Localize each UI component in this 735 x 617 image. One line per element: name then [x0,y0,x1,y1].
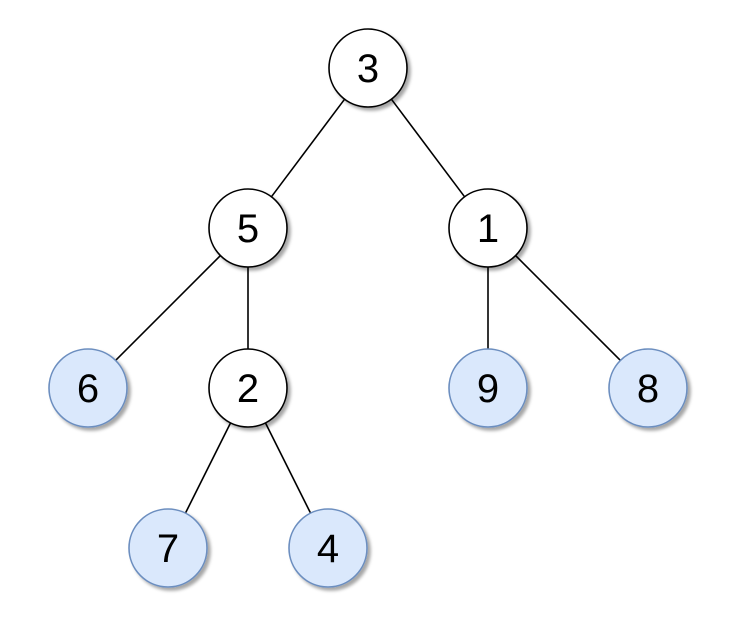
leaf-node-circle [288,508,368,588]
edge-3-to-5 [270,98,346,198]
tree-node-7: 7 [128,508,208,588]
tree-node-5: 5 [208,188,288,268]
tree-node-8: 8 [608,348,688,428]
edges-layer [115,98,621,514]
nodes-layer: 3 5 1 6 2 9 8 7 4 [48,28,688,588]
edge-2-to-7 [184,422,232,514]
node-label: 3 [357,47,379,91]
edge-2-to-4 [264,422,312,514]
leaf-node-circle [48,348,128,428]
node-label: 7 [157,527,179,571]
leaf-node-circle [608,348,688,428]
leaf-node-circle [448,348,528,428]
node-label: 4 [317,527,339,571]
tree-node-2: 2 [208,348,288,428]
leaf-node-circle [128,508,208,588]
tree-node-1: 1 [448,188,528,268]
node-label: 1 [477,207,499,251]
node-label: 5 [237,207,259,251]
node-label: 6 [77,367,99,411]
tree-node-3: 3 [328,28,408,108]
tree-node-6: 6 [48,348,128,428]
node-label: 2 [237,367,259,411]
tree-node-4: 4 [288,508,368,588]
edge-1-to-8 [515,255,621,361]
internal-node-circle [448,188,528,268]
edge-5-to-6 [115,255,221,361]
node-label: 9 [477,367,499,411]
internal-node-circle [208,188,288,268]
internal-node-circle [208,348,288,428]
node-label: 8 [637,367,659,411]
edge-3-to-1 [390,98,466,198]
internal-node-circle [328,28,408,108]
tree-node-9: 9 [448,348,528,428]
